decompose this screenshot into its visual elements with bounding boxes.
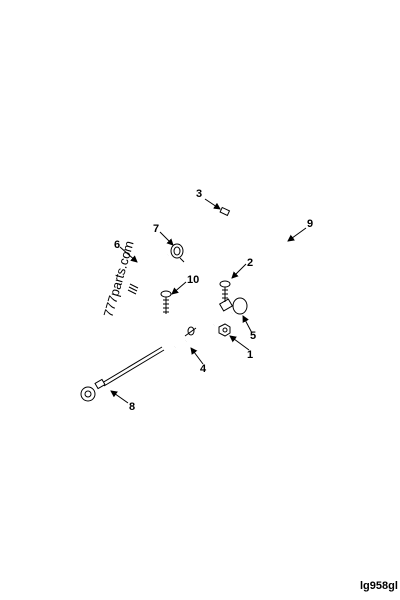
callout-6: 6	[114, 239, 120, 251]
part-9-tube	[185, 231, 296, 305]
part-6-hose	[127, 251, 170, 295]
part-2-bolt	[219, 280, 231, 302]
callout-1: 1	[247, 349, 253, 361]
callout-3: 3	[196, 188, 202, 200]
part-5-clamp	[212, 297, 248, 328]
callout-10: 10	[187, 274, 199, 286]
part-1-nut	[218, 323, 231, 337]
watermark-text: 777parts.com	[100, 239, 136, 319]
part-7-hose-clamp	[170, 243, 185, 263]
callout-9: 9	[307, 218, 313, 230]
leader-lines	[110, 198, 307, 404]
callout-8: 8	[129, 401, 135, 413]
part-8-dipstick	[80, 346, 165, 402]
callout-2: 2	[247, 257, 253, 269]
callout-5: 5	[250, 330, 256, 342]
figure-id: lg958gl	[360, 580, 398, 592]
part-4-fitting	[173, 326, 197, 350]
callout-4: 4	[200, 363, 207, 375]
callout-7: 7	[153, 223, 159, 235]
part-3-plug	[219, 206, 231, 217]
part-10-screw	[160, 290, 172, 314]
